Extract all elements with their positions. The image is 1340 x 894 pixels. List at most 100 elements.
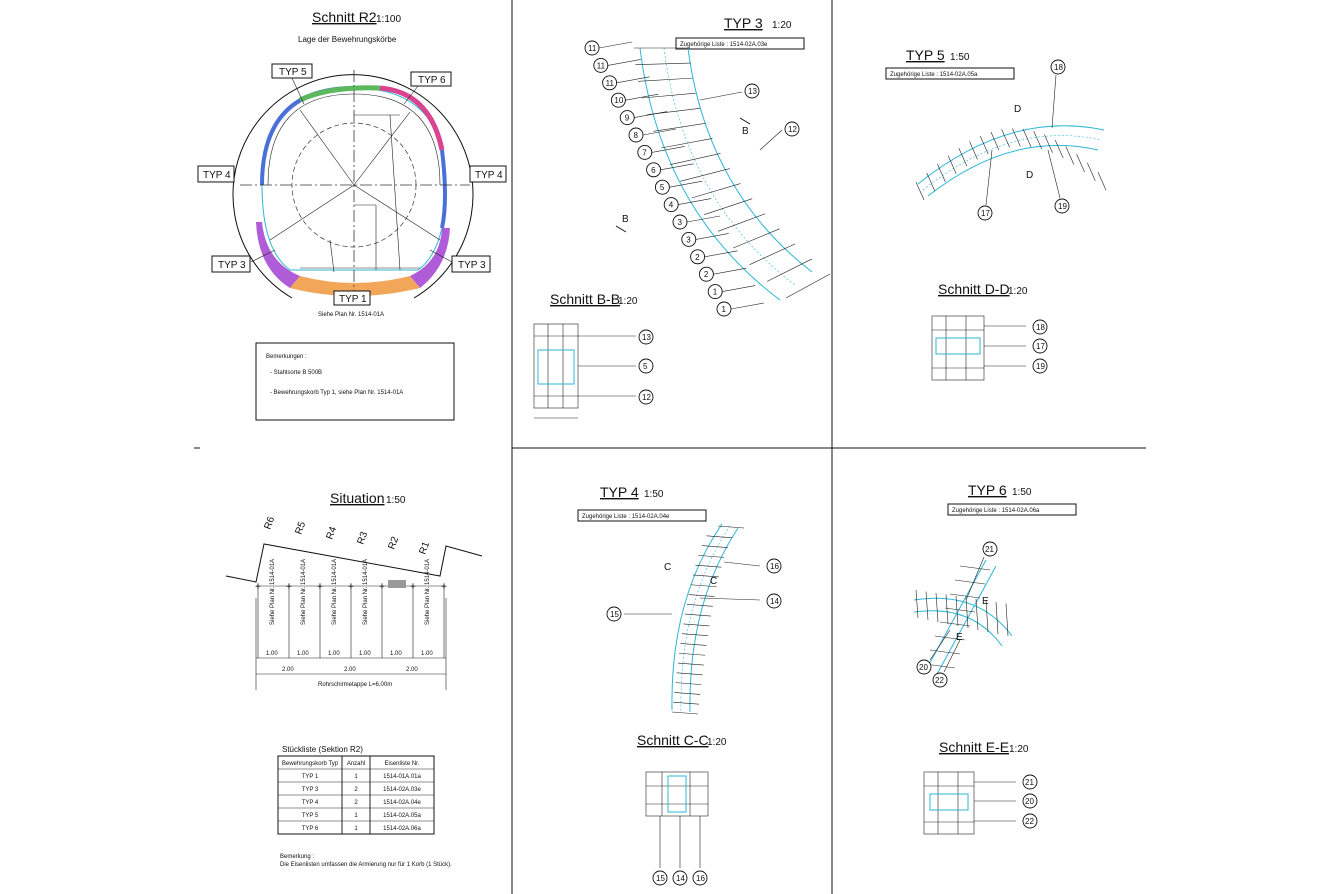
situation-anchor: + (410, 582, 416, 593)
situation-ring-r5: R5 (293, 520, 308, 536)
situation-anchor: + (379, 582, 385, 593)
rebar-rib (674, 692, 701, 695)
parts-header-cell: Anzahl (347, 761, 365, 767)
svg-text:TYP 4: TYP 4 (203, 170, 231, 181)
schnitt-dd-view: Schnitt D-D 1:20 18 17 19 (931, 281, 1048, 381)
typ3-cage-outer (687, 47, 813, 273)
schnitt-cc-view: Schnitt C-C 1:20 15 14 16 (637, 732, 727, 886)
schnitt-bb-title: Schnitt B-B (550, 291, 620, 307)
rebar-rib (706, 535, 733, 539)
parts-cell: 1 (354, 774, 358, 780)
r2-label-typ3-right: TYP 3 (429, 249, 491, 273)
rebar-rib (985, 600, 989, 633)
parts-cell: 1 (354, 826, 358, 832)
parts-cell: 2 (354, 787, 358, 793)
svg-text:13: 13 (642, 333, 651, 342)
typ5-list: Zugehörige Liste : 1514-02A.05a (890, 72, 978, 78)
typ5-title: TYP 5 (906, 47, 945, 63)
rebar-rib (641, 92, 696, 99)
r2-fill-orange (290, 276, 420, 296)
svg-text:12: 12 (642, 393, 651, 402)
svg-text:TYP 5: TYP 5 (279, 67, 307, 78)
rebar-rib (676, 672, 703, 676)
parts-remark-head: Bemerkung : (280, 854, 314, 860)
rebar-rib (1087, 162, 1096, 181)
rebar-rib (937, 163, 946, 183)
typ3-callout-number: 2 (695, 253, 700, 262)
notes-line-1: - Stahlsorte B 500B (270, 370, 322, 376)
typ3-callout-number: 1 (722, 305, 727, 314)
situation-panel-label: Siehe Plan Nr. 1514-01A (332, 559, 338, 625)
rebar-rib (990, 131, 1000, 151)
typ5-scale: 1:50 (950, 52, 970, 63)
svg-text:TYP 3: TYP 3 (458, 260, 486, 271)
r2-ring-blue-right (440, 149, 447, 229)
rebar-rib (704, 198, 753, 215)
typ3-callout-number: 10 (614, 96, 623, 105)
svg-text:22: 22 (1025, 817, 1034, 826)
typ3-callout-number: 5 (660, 183, 665, 192)
typ3-callout-number: 1 (713, 288, 718, 297)
rebar-rib (638, 77, 693, 82)
rebar-rib (681, 633, 708, 636)
typ3-callout-number: 4 (669, 201, 674, 210)
typ5-cage-outer (917, 125, 1105, 185)
svg-text:TYP 6: TYP 6 (418, 75, 446, 86)
rebar-rib (958, 147, 968, 167)
svg-text:C: C (664, 562, 671, 573)
rebar-rib (673, 701, 700, 705)
schnitt-bb-view: Schnitt B-B 1:20 13 5 12 (533, 291, 654, 419)
svg-text:C: C (710, 576, 717, 587)
rebar-rib (683, 623, 710, 627)
schnitt-ee-title: Schnitt E-E (939, 739, 1009, 755)
typ4-scale: 1:50 (644, 489, 664, 500)
rebar-rib (671, 711, 699, 715)
situation-profile (225, 543, 483, 583)
rebar-rib (954, 579, 986, 585)
situation-title: Situation (330, 490, 384, 506)
rebar-rib (690, 584, 717, 588)
r2-label-typ6: TYP 6 (403, 71, 452, 105)
parts-cell: 1514-02A.04e (383, 800, 421, 806)
parts-cell: 1514-01A.01a (383, 774, 421, 780)
rebar-rib (733, 228, 780, 249)
typ3-title: TYP 3 (724, 15, 763, 31)
parts-list: Stückliste (Sektion R2) Bewehrungskorb T… (277, 745, 452, 868)
svg-text:E: E (982, 596, 989, 607)
parts-remark: Die Eisenlisten umfassen die Armierung n… (280, 862, 452, 868)
parts-cell: 2 (354, 800, 358, 806)
situation-anchor: + (441, 582, 447, 593)
situation-dim-pair: 2.00 (344, 667, 356, 673)
rebar-rib (1022, 128, 1032, 148)
rebar-rib (947, 155, 957, 174)
situation-panel-label: Siehe Plan Nr. 1514-01A (425, 559, 431, 625)
rebar-rib (1054, 139, 1064, 159)
rebar-rib (995, 601, 999, 635)
svg-text:19: 19 (1036, 362, 1045, 371)
typ5-view: TYP 5 1:50 Zugehörige Liste : 1514-02A.0… (885, 47, 1107, 221)
r2-subtitle: Lage der Bewehrungskörbe (298, 35, 397, 44)
rebar-rib (945, 594, 949, 625)
rebar-rib (749, 243, 796, 265)
typ3-callout-number: 6 (651, 166, 656, 175)
svg-text:15: 15 (610, 610, 619, 619)
rebar-rib (1001, 129, 1010, 148)
typ6-list: Zugehörige Liste : 1514-02A.06a (952, 508, 1040, 514)
svg-text:20: 20 (919, 663, 928, 672)
situation-anchor: + (317, 582, 323, 593)
situation-ring-r3: R3 (355, 530, 370, 546)
rebar-rib (717, 213, 766, 232)
parts-header-cell: Bewehrungskorb Typ (282, 761, 339, 767)
svg-text:15: 15 (656, 874, 665, 883)
typ4-view: TYP 4 1:50 Zugehörige Liste : 1514-02A.0… (577, 484, 782, 715)
svg-text:TYP 1: TYP 1 (339, 294, 367, 305)
typ5-cage-inner (927, 144, 1099, 197)
rebar-rib (975, 598, 979, 631)
r2-label-typ4-left: TYP 4 (197, 165, 235, 183)
typ6-title: TYP 6 (968, 482, 1007, 498)
svg-text:16: 16 (770, 562, 779, 571)
parts-cell: TYP 6 (302, 826, 319, 832)
